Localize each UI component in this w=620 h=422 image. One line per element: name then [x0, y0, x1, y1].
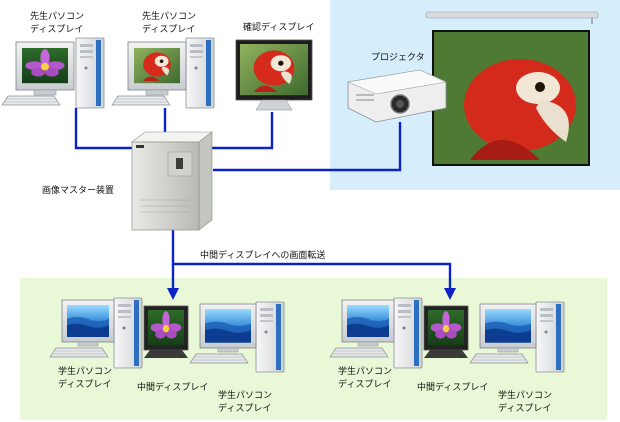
label-student-pc-1-line1: 学生パソコン	[58, 365, 112, 377]
link-check-display	[200, 112, 274, 150]
check-display	[235, 39, 313, 111]
teacher-pc-1	[1, 37, 105, 109]
student-pc-2	[189, 301, 285, 373]
label-student-pc-3-line2: ディスプレイ	[338, 378, 391, 390]
connections	[74, 108, 452, 290]
label-student-pc-4-line2: ディスプレイ	[498, 402, 551, 414]
student-pc-3	[329, 297, 423, 369]
student-pc-4	[469, 301, 565, 373]
middle-display-2	[423, 305, 469, 358]
teacher-pc-2	[111, 37, 215, 109]
arrow-right-icon	[444, 288, 456, 300]
label-student-pc-2-line2: ディスプレイ	[218, 402, 271, 414]
label-teacher-pc-1-line1: 先生パソコン	[30, 10, 84, 22]
label-student-pc-3-line1: 学生パソコン	[338, 365, 392, 377]
label-check-display: 確認ディスプレイ	[243, 21, 314, 33]
arrow-left-icon	[167, 288, 179, 300]
label-student-pc-1-line2: ディスプレイ	[58, 378, 111, 390]
labels: 先生パソコン ディスプレイ 先生パソコン ディスプレイ 確認ディスプレイ プロジ…	[30, 10, 552, 414]
label-teacher-pc-1-line2: ディスプレイ	[30, 23, 83, 35]
student-pc-1	[49, 297, 143, 369]
label-transfer: 中間ディスプレイへの画面転送	[200, 249, 325, 261]
projector	[346, 69, 448, 123]
label-teacher-pc-2-line1: 先生パソコン	[142, 10, 196, 22]
label-middle-display-2: 中間ディスプレイ	[417, 381, 488, 393]
master-device	[131, 131, 213, 231]
label-teacher-pc-2-line2: ディスプレイ	[142, 23, 195, 35]
label-master-device: 画像マスター装置	[42, 184, 114, 196]
label-projector: プロジェクタ	[371, 52, 425, 63]
middle-display-1	[143, 305, 189, 358]
link-projector	[213, 122, 402, 172]
link-transfer	[171, 225, 452, 290]
label-student-pc-4-line1: 学生パソコン	[498, 389, 552, 401]
label-middle-display-1: 中間ディスプレイ	[137, 381, 208, 393]
label-student-pc-2-line1: 学生パソコン	[218, 389, 272, 401]
projection-screen	[425, 11, 599, 166]
